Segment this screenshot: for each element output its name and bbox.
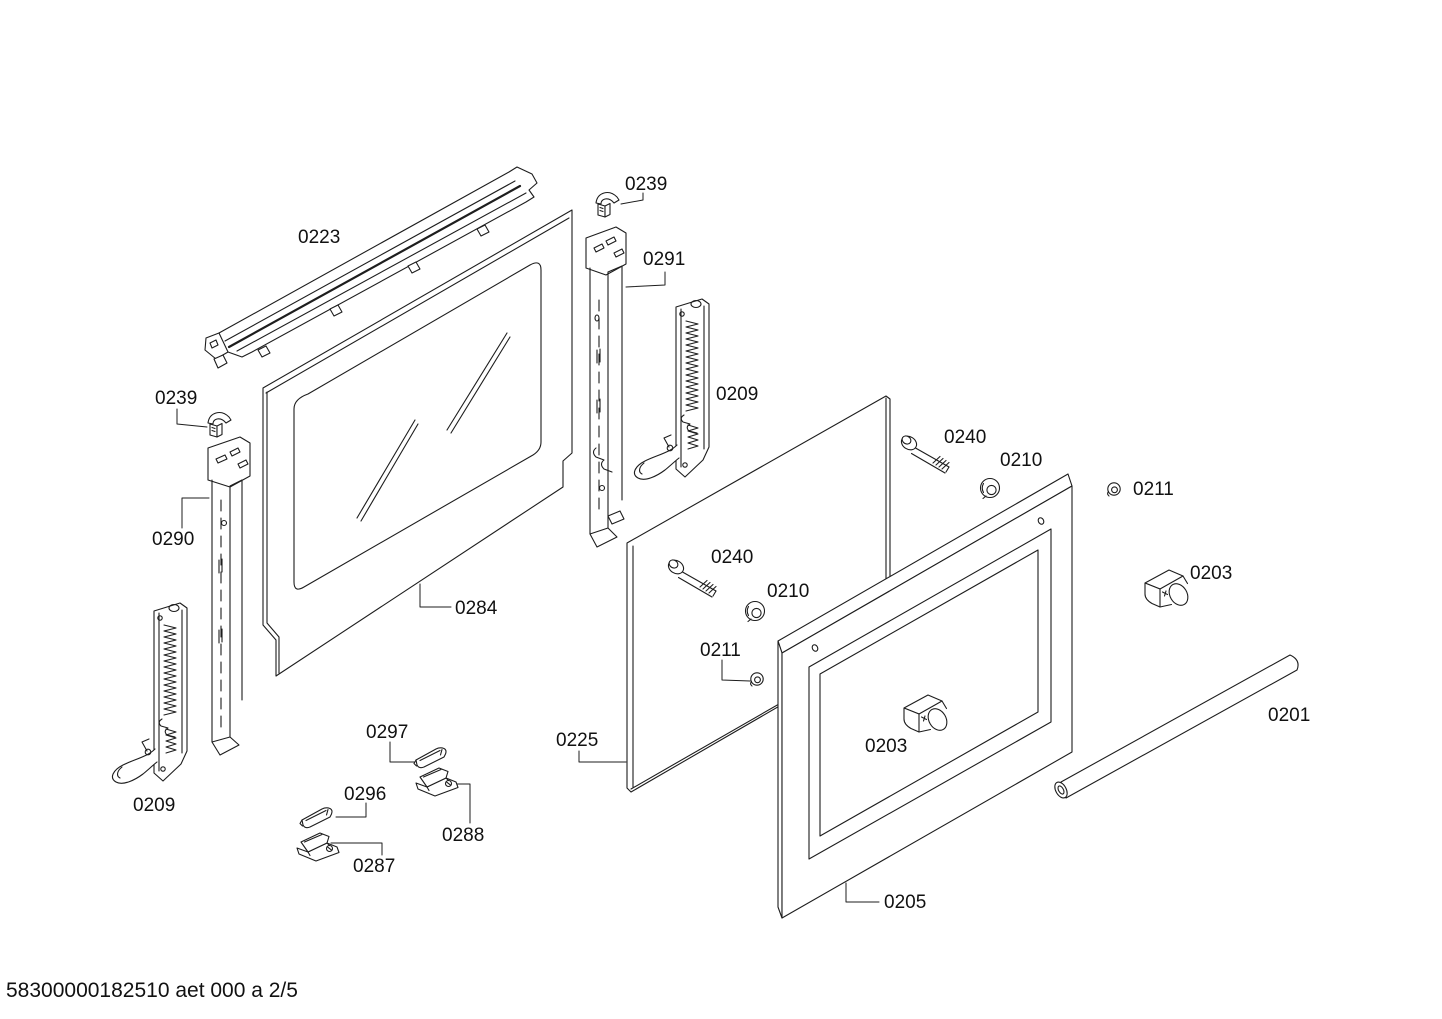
leader-line: [330, 842, 383, 856]
part-label-0239-left: 0239: [155, 388, 197, 409]
part-0209-hinge-left: [111, 602, 188, 784]
part-0209-hinge-right: [633, 298, 710, 480]
part-label-0223: 0223: [298, 227, 340, 248]
leader-line: [845, 882, 880, 903]
part-0291-rail: [585, 226, 627, 548]
part-0239-clip-left: [207, 411, 232, 438]
part-label-0210-top: 0210: [1000, 450, 1042, 471]
part-label-0211-mid: 0211: [700, 640, 741, 661]
part-labels: 0223 0239 0291 0209 0240 0210 0211 0203 …: [133, 174, 1310, 913]
part-label-0240-mid: 0240: [711, 547, 753, 568]
part-0210-grommet-mid: [744, 600, 766, 623]
glass-reflection-line: [356, 419, 419, 522]
part-label-0209-right: 0209: [716, 384, 758, 405]
part-label-0288: 0288: [442, 825, 484, 846]
leader-line: [620, 192, 644, 205]
part-label-0284: 0284: [455, 598, 498, 619]
part-label-0201: 0201: [1268, 705, 1310, 726]
leader-line: [625, 271, 666, 288]
glass-reflection-line: [446, 332, 511, 434]
leader-line: [419, 583, 452, 608]
part-label-0203-mid: 0203: [865, 736, 907, 757]
part-label-0210-mid: 0210: [767, 581, 809, 602]
part-0288-clip: [415, 767, 459, 797]
part-0284-inner-glass-panel: [262, 209, 573, 677]
part-label-0296: 0296: [344, 784, 386, 805]
leader-lines: [176, 192, 880, 903]
part-label-0287: 0287: [353, 856, 395, 877]
leader-line: [389, 741, 415, 763]
part-label-0239-top: 0239: [625, 174, 667, 195]
part-0211-ring-right: [1107, 482, 1121, 497]
part-label-0297: 0297: [366, 722, 408, 743]
part-0211-ring-mid: [750, 672, 764, 687]
leader-line: [721, 659, 751, 682]
leader-line: [181, 497, 210, 529]
part-label-0203-right: 0203: [1190, 563, 1232, 584]
part-0239-clip-top: [595, 191, 620, 218]
part-0240-screw-top: [898, 432, 950, 474]
leader-line: [456, 783, 471, 824]
leader-line: [176, 408, 208, 428]
part-label-0291: 0291: [643, 249, 685, 270]
part-0210-grommet-top: [979, 477, 1001, 500]
part-label-0225: 0225: [556, 730, 598, 751]
part-0296-clip: [299, 807, 333, 829]
part-0201-handle-tube: [1054, 654, 1299, 799]
part-label-0209-left: 0209: [133, 795, 175, 816]
part-0287-clip: [296, 832, 340, 862]
part-label-0240-top: 0240: [944, 427, 986, 448]
leader-line: [335, 802, 367, 818]
leader-line: [578, 750, 627, 763]
part-label-0205: 0205: [884, 892, 926, 913]
document-number: 58300000182510 aet 000 a 2/5: [6, 979, 298, 1002]
part-0223-top-trim: [204, 166, 538, 369]
part-0297-clip: [413, 747, 447, 769]
part-0203-cap-right: [1144, 569, 1193, 610]
part-label-0211-right: 0211: [1133, 479, 1174, 500]
part-0290-rail: [207, 436, 251, 756]
part-label-0290: 0290: [152, 529, 194, 550]
